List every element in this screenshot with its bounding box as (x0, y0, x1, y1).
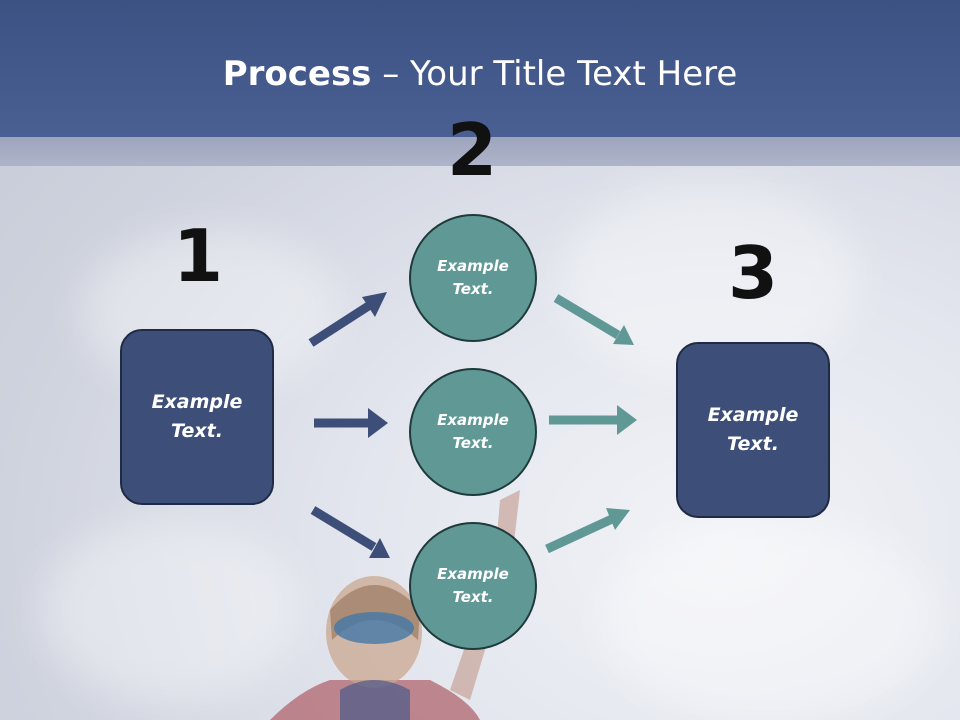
circle-middle: Example Text. (409, 368, 537, 496)
page-title: Process – Your Title Text Here (0, 52, 960, 96)
circle-bottom: Example Text. (409, 522, 537, 650)
circle-bottom-text: Example Text. (437, 565, 509, 606)
title-rest: – Your Title Text Here (371, 54, 738, 94)
step-number-3: 3 (727, 231, 779, 315)
arrow-top-to-right (553, 294, 634, 345)
step-number-1: 1 (172, 214, 224, 298)
left-process-box: Example Text. (120, 329, 274, 505)
arrow-bottom-to-right (545, 508, 630, 554)
title-bold: Process (222, 54, 372, 94)
circle-top-text: Example Text. (437, 257, 509, 298)
circle-top: Example Text. (409, 214, 537, 342)
right-process-box: Example Text. (676, 342, 830, 518)
arrow-middle-to-right (549, 405, 637, 435)
circle-middle-text: Example Text. (437, 411, 509, 452)
arrow-left-to-top (308, 292, 387, 347)
left-box-text: Example Text. (151, 391, 243, 442)
header-bar (0, 0, 960, 137)
arrow-left-to-middle (314, 408, 388, 438)
header-band (0, 137, 960, 166)
step-number-2: 2 (446, 108, 498, 192)
arrow-left-to-bottom (310, 506, 390, 558)
right-box-text: Example Text. (707, 404, 799, 455)
